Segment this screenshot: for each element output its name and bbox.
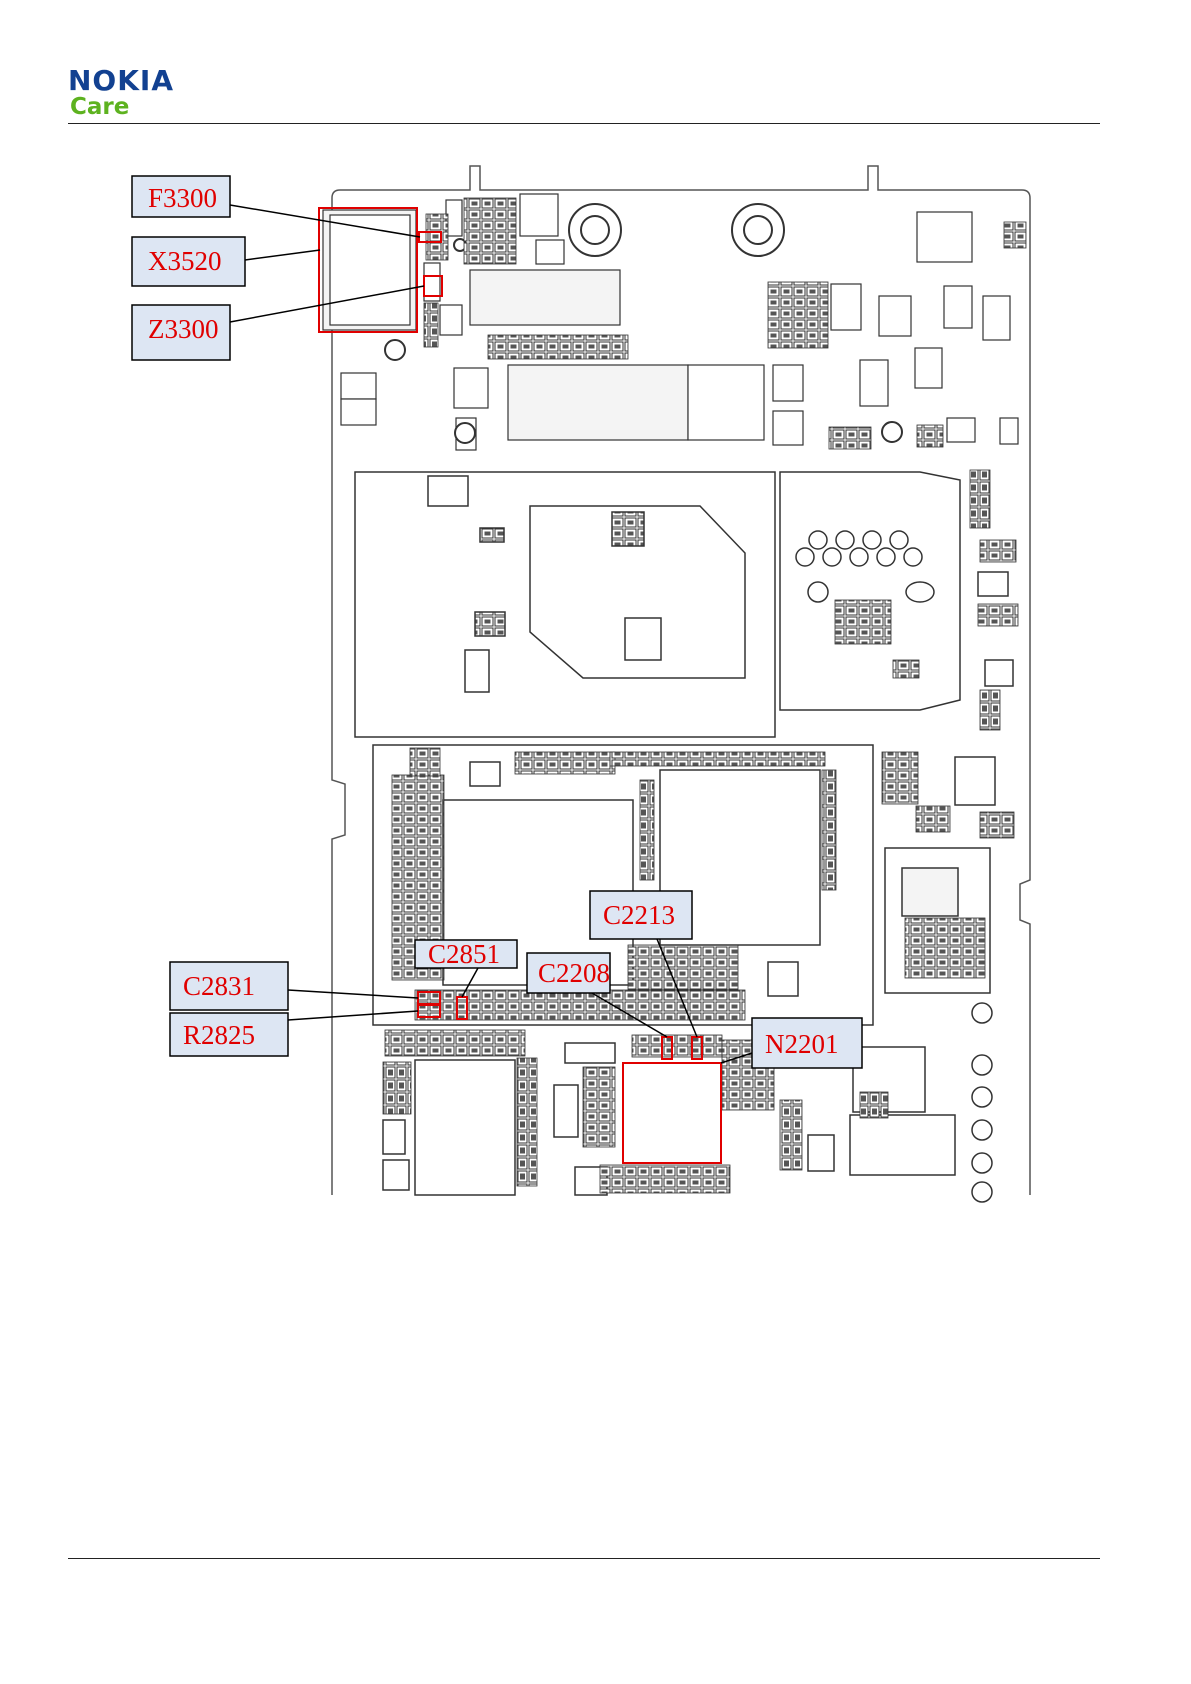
callout-label-n2201: N2201 xyxy=(765,1029,839,1059)
callout-label-c2208: C2208 xyxy=(538,958,610,988)
callout-label-x3520: X3520 xyxy=(148,246,222,276)
callout-label-c2851: C2851 xyxy=(428,939,500,969)
footer-rule xyxy=(68,1558,1100,1559)
middle-shield xyxy=(355,472,775,737)
callout-label-c2213: C2213 xyxy=(603,900,675,930)
callout-label-z3300: Z3300 xyxy=(148,314,219,344)
test-points xyxy=(972,1003,992,1202)
callout-label-c2831: C2831 xyxy=(183,971,255,1001)
callout-label-r2825: R2825 xyxy=(183,1020,255,1050)
callout-label-f3300: F3300 xyxy=(148,183,217,213)
